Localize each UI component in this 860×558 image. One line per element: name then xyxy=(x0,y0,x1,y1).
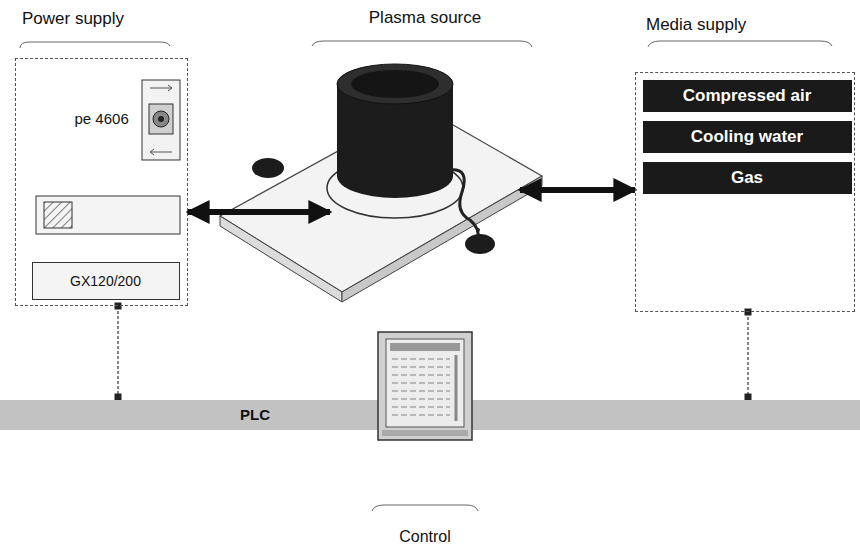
bracket xyxy=(20,42,170,48)
node-label: Control xyxy=(399,528,451,546)
group-heading: Plasma source xyxy=(369,8,481,28)
node-label: Compressed air xyxy=(683,86,812,106)
double-arrow xyxy=(188,212,330,213)
group-heading: Power supply xyxy=(22,9,124,29)
device-box: GX120/200 xyxy=(32,262,180,300)
bus-link xyxy=(745,309,752,401)
group-box: Media supplyCompressed airCooling waterG… xyxy=(635,72,855,312)
node-label: GX120/200 xyxy=(70,273,141,289)
group-box: Power supplype 4606GX120/200 xyxy=(15,58,188,306)
device-label: pe 4606 xyxy=(75,80,182,162)
power-unit xyxy=(142,80,180,160)
bus-link xyxy=(115,303,122,401)
node-label: Gas xyxy=(731,168,763,188)
node-label: Cooling water xyxy=(691,127,803,147)
monitor-icon xyxy=(360,325,490,550)
media-box: Cooling water xyxy=(643,121,852,153)
plasma-source-illustration xyxy=(220,64,542,302)
node-label: PLC xyxy=(240,406,270,423)
media-box: Compressed air xyxy=(643,80,852,112)
control-panel: Control xyxy=(360,325,490,550)
node-label: pe 4606 xyxy=(75,110,129,127)
bracket xyxy=(648,41,832,47)
group-heading: Media supply xyxy=(646,15,746,35)
bracket xyxy=(312,41,532,47)
matching-unit xyxy=(36,196,180,234)
double-arrow xyxy=(520,190,635,191)
media-box: Gas xyxy=(643,162,852,194)
plasma-source: Plasma source xyxy=(330,8,520,300)
